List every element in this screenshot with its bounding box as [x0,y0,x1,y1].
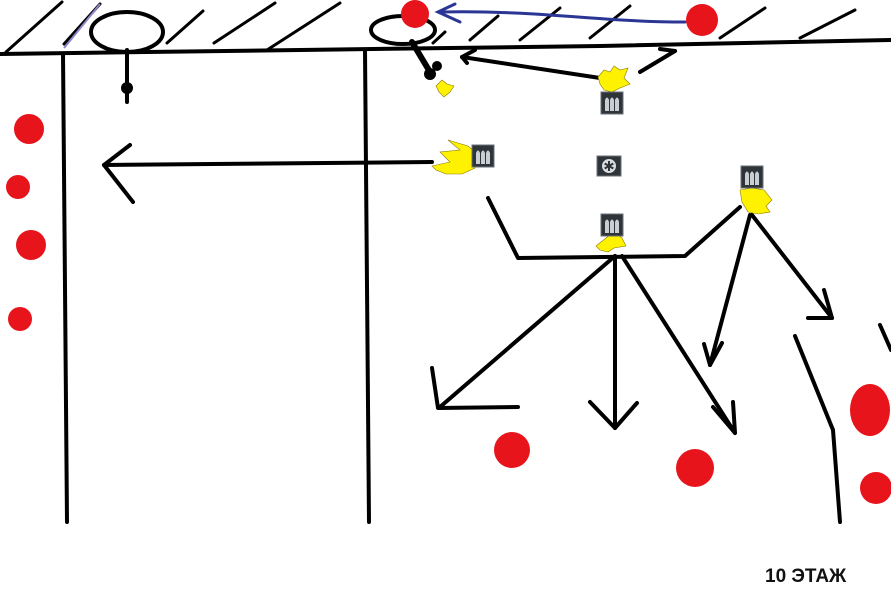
stray-line [63,3,101,49]
enemy-marker [14,114,44,144]
enemy-marker [850,384,890,436]
ceiling-line [0,38,891,56]
ammo-box-icon [600,213,624,237]
ammo-box-icon [471,144,495,168]
enemy-marker [8,307,32,331]
floor-label: 10 ЭТАЖ [765,566,847,587]
ceiling-hatching [4,0,857,54]
movement-arrows [102,47,834,435]
enemy-marker [686,4,718,36]
enemy-marker [676,449,714,487]
enemy-marker [494,432,530,468]
enemy-marker [860,472,891,504]
medkit-icon [596,155,622,177]
enemy-marker [6,175,30,199]
enemy-markers [6,0,891,504]
enemy-marker [16,230,46,260]
ammo-box-icon [600,91,624,115]
ceiling-lamp-icon [89,10,165,104]
enemy-marker [401,0,429,28]
ammo-box-icon [740,165,764,189]
walls [61,48,891,524]
fire-icon [431,65,773,253]
movement-arrow-blue [434,2,687,24]
